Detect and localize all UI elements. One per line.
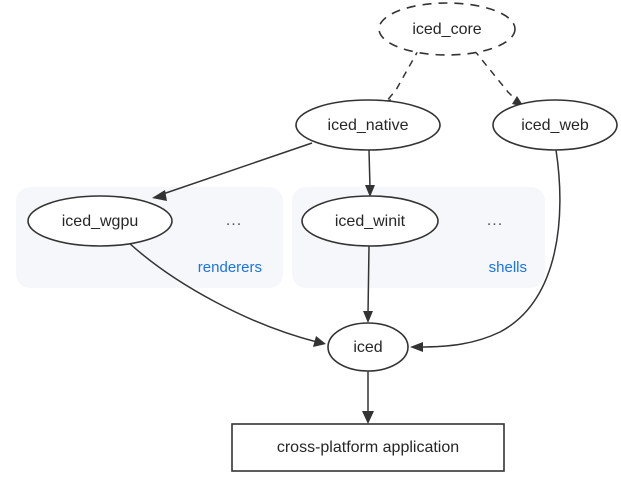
group-renderers-label: renderers	[198, 259, 262, 276]
shells-more-indicator: ...	[487, 212, 503, 229]
node-iced[interactable]: iced	[327, 322, 409, 372]
edge-path	[159, 142, 313, 196]
arrowhead-icon	[365, 185, 375, 197]
edge-iced-native-to-iced-winit	[365, 149, 375, 197]
edge-path	[384, 48, 420, 104]
node-iced-wgpu-label: iced_wgpu	[62, 213, 139, 230]
node-iced-winit-shape[interactable]	[301, 195, 439, 247]
node-iced-shape[interactable]	[327, 322, 409, 372]
node-iced-label: iced	[353, 339, 382, 356]
node-iced-core[interactable]: iced_core	[378, 2, 516, 56]
arrowhead-icon	[363, 311, 373, 323]
edge-iced-winit-to-iced	[363, 245, 373, 323]
edge-iced-wgpu-to-iced	[127, 241, 326, 347]
node-application-shape[interactable]	[231, 423, 505, 472]
arrowhead-icon	[313, 336, 326, 347]
node-iced-wgpu-shape[interactable]	[27, 195, 173, 247]
node-iced-native-shape[interactable]	[295, 99, 441, 151]
node-application[interactable]: cross-platform application	[231, 423, 505, 472]
edge-path	[127, 241, 318, 343]
arrowhead-icon	[410, 342, 423, 352]
edge-path	[367, 245, 370, 315]
node-iced-web[interactable]: iced_web	[492, 99, 618, 151]
node-iced-core-label: iced_core	[412, 21, 481, 38]
edge-iced-native-to-iced-wgpu	[152, 142, 313, 201]
renderers-more-indicator: ...	[226, 212, 242, 229]
node-iced-winit[interactable]: iced_winit	[301, 195, 439, 247]
edge-path	[368, 149, 371, 189]
edge-path	[473, 49, 521, 105]
node-iced-web-label: iced_web	[521, 117, 589, 134]
node-iced-core-shape[interactable]	[378, 2, 516, 56]
node-application-label: cross-platform application	[277, 439, 459, 456]
node-iced-wgpu[interactable]: iced_wgpu	[27, 195, 173, 247]
edge-iced-web-to-iced	[410, 149, 561, 352]
node-iced-native[interactable]: iced_native	[295, 99, 441, 151]
group-shells-label: shells	[489, 259, 527, 276]
edge-iced-core-to-iced-web	[473, 49, 524, 107]
edge-path	[418, 149, 561, 348]
arrowhead-icon	[362, 411, 374, 424]
node-iced-native-label: iced_native	[328, 117, 409, 134]
node-iced-winit-label: iced_winit	[335, 213, 406, 230]
arrowhead-icon	[152, 190, 167, 201]
edge-iced-to-application	[362, 371, 374, 424]
node-iced-web-shape[interactable]	[492, 99, 618, 151]
